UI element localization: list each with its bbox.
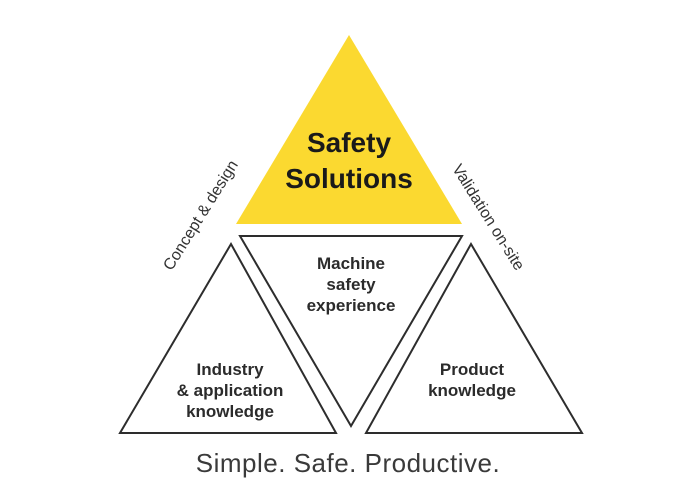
safety-solutions-label-line1: Safety xyxy=(307,127,391,158)
slogan-text: Simple. Safe. Productive. xyxy=(196,448,500,478)
validation-on-site-edge-label: Validation on-site xyxy=(448,162,527,274)
safety-solutions-triangle xyxy=(236,35,462,224)
machine-safety-label-line1: Machine xyxy=(317,254,385,273)
product-knowledge-triangle xyxy=(364,241,584,434)
machine-safety-label-line3: experience xyxy=(307,296,396,315)
industry-knowledge-label-line1: Industry xyxy=(196,360,264,379)
machine-safety-experience-triangle xyxy=(238,235,464,428)
product-knowledge-label-line1: Product xyxy=(440,360,505,379)
industry-knowledge-label-line2: & application xyxy=(177,381,284,400)
industry-application-knowledge-triangle xyxy=(118,241,338,434)
safety-solutions-label-line2: Solutions xyxy=(285,163,413,194)
machine-safety-label-line2: safety xyxy=(326,275,376,294)
industry-knowledge-label-line3: knowledge xyxy=(186,402,274,421)
product-knowledge-label-line2: knowledge xyxy=(428,381,516,400)
